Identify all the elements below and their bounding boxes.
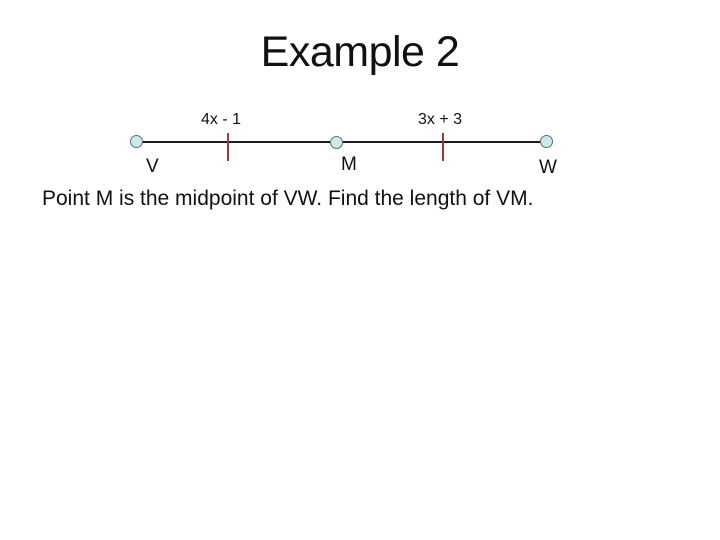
point-label-m: M [341,154,357,175]
tick-mark-mw [442,133,444,161]
slide-title: Example 2 [260,28,460,76]
point-marker-m [330,136,343,149]
tick-mark-vm [227,133,229,161]
segment-length-label-mw: 3x + 3 [417,111,463,128]
point-marker-v [130,135,143,148]
point-label-w: W [539,157,557,178]
point-marker-w [540,135,553,148]
point-label-v: V [146,156,159,177]
segment-length-label-vm: 4x - 1 [200,111,242,128]
problem-statement: Point M is the midpoint of VW. Find the … [42,187,534,210]
